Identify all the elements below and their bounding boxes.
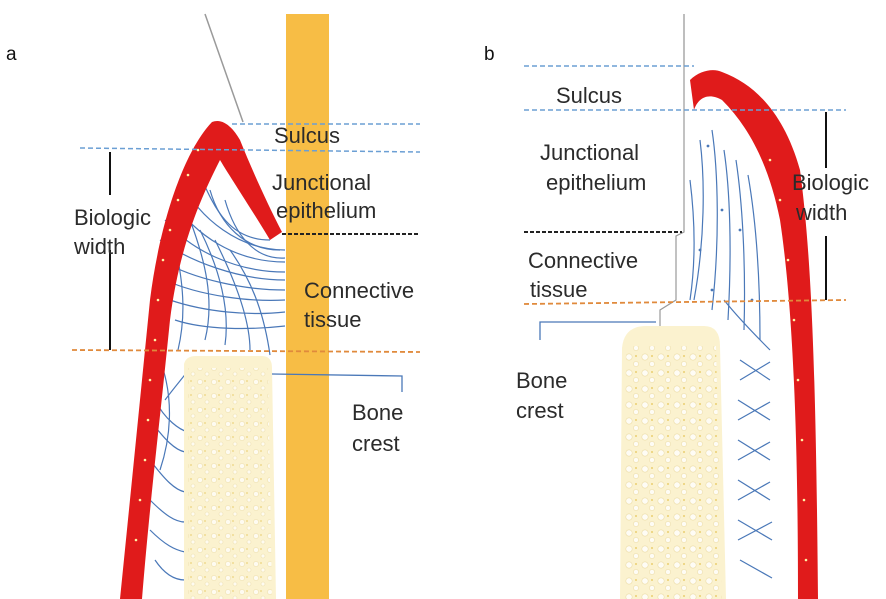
label-biologic-b: Biologic	[792, 170, 869, 195]
label-junctional-b: Junctional	[540, 140, 639, 165]
implant-outline-b	[660, 66, 684, 326]
panel-b: b Sulcus Junctional epithelium Connectiv…	[484, 14, 869, 599]
label-bone-b: Bone	[516, 368, 567, 393]
label-biologic-a: Biologic	[74, 205, 151, 230]
label-width-b: width	[795, 200, 847, 225]
panel-letter-b: b	[484, 44, 495, 65]
label-sulcus-b: Sulcus	[556, 83, 622, 108]
bone-trabecula-icon	[188, 368, 272, 599]
sulcus-bottom-line-a	[80, 148, 420, 152]
label-bone-a: Bone	[352, 400, 403, 425]
label-crest-b: crest	[516, 398, 564, 423]
label-tissue-a: tissue	[304, 307, 361, 332]
label-sulcus-a: Sulcus	[274, 123, 340, 148]
panel-letter-a: a	[6, 44, 17, 65]
label-width-a: width	[73, 234, 125, 259]
label-junctional-a: Junctional	[272, 170, 371, 195]
bone-level-line-a	[72, 350, 420, 352]
label-epithelium-b: epithelium	[546, 170, 646, 195]
label-tissue-b: tissue	[530, 277, 587, 302]
label-epithelium-a: epithelium	[276, 198, 376, 223]
bone-trabecula-icon-b	[624, 346, 722, 599]
label-connective-b: Connective	[528, 248, 638, 273]
label-connective-a: Connective	[304, 278, 414, 303]
tooth-outline-line	[205, 14, 243, 122]
panel-a: a Sulcus Junctional epithelium Connectiv…	[6, 14, 420, 599]
label-crest-a: crest	[352, 431, 400, 456]
